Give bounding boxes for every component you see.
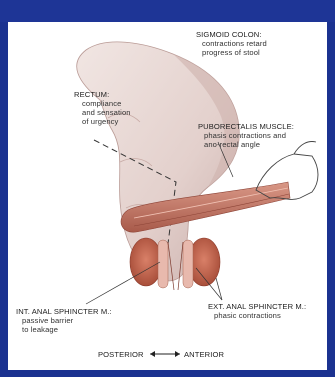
label-rectum-title: RECTUM:	[74, 90, 154, 99]
label-int-anal-sphincter: INT. ANAL SPHINCTER M.: passive barrier …	[16, 307, 136, 334]
int-sphincter-left	[158, 240, 168, 288]
label-puborectalis-line-1: phasis contractions and	[198, 131, 326, 140]
label-puborectalis-title: PUBORECTALIS MUSCLE:	[198, 122, 326, 131]
int-sphincter-right	[183, 240, 193, 288]
title-band	[0, 0, 335, 22]
orientation-posterior: POSTERIOR	[98, 350, 144, 359]
orientation-anterior: ANTERIOR	[184, 350, 224, 359]
label-sigmoid-title: SIGMOID COLON:	[196, 30, 316, 39]
label-rectum: RECTUM: compliance and sensation of urge…	[74, 90, 154, 126]
label-ext-sphincter-title: EXT. ANAL SPHINCTER M.:	[208, 302, 326, 311]
label-int-sphincter-line-1: passive barrier	[16, 316, 136, 325]
label-ext-anal-sphincter: EXT. ANAL SPHINCTER M.: phasic contracti…	[208, 302, 326, 320]
label-sigmoid-colon: SIGMOID COLON: contractions retard progr…	[196, 30, 316, 57]
diagram-panel: SIGMOID COLON: contractions retard progr…	[8, 22, 327, 370]
label-rectum-line-1: compliance	[74, 99, 154, 108]
label-puborectalis: PUBORECTALIS MUSCLE: phasis contractions…	[198, 122, 326, 149]
label-int-sphincter-line-2: to leakage	[16, 325, 136, 334]
label-sigmoid-line-1: contractions retard	[196, 39, 316, 48]
label-ext-sphincter-line-1: phasic contractions	[208, 311, 326, 320]
label-sigmoid-line-2: progress of stool	[196, 48, 316, 57]
label-rectum-line-3: of urgency	[74, 117, 154, 126]
label-rectum-line-2: and sensation	[74, 108, 154, 117]
label-puborectalis-line-2: ano-rectal angle	[198, 140, 326, 149]
ext-sphincter-left	[130, 238, 162, 286]
label-int-sphincter-title: INT. ANAL SPHINCTER M.:	[16, 307, 136, 316]
